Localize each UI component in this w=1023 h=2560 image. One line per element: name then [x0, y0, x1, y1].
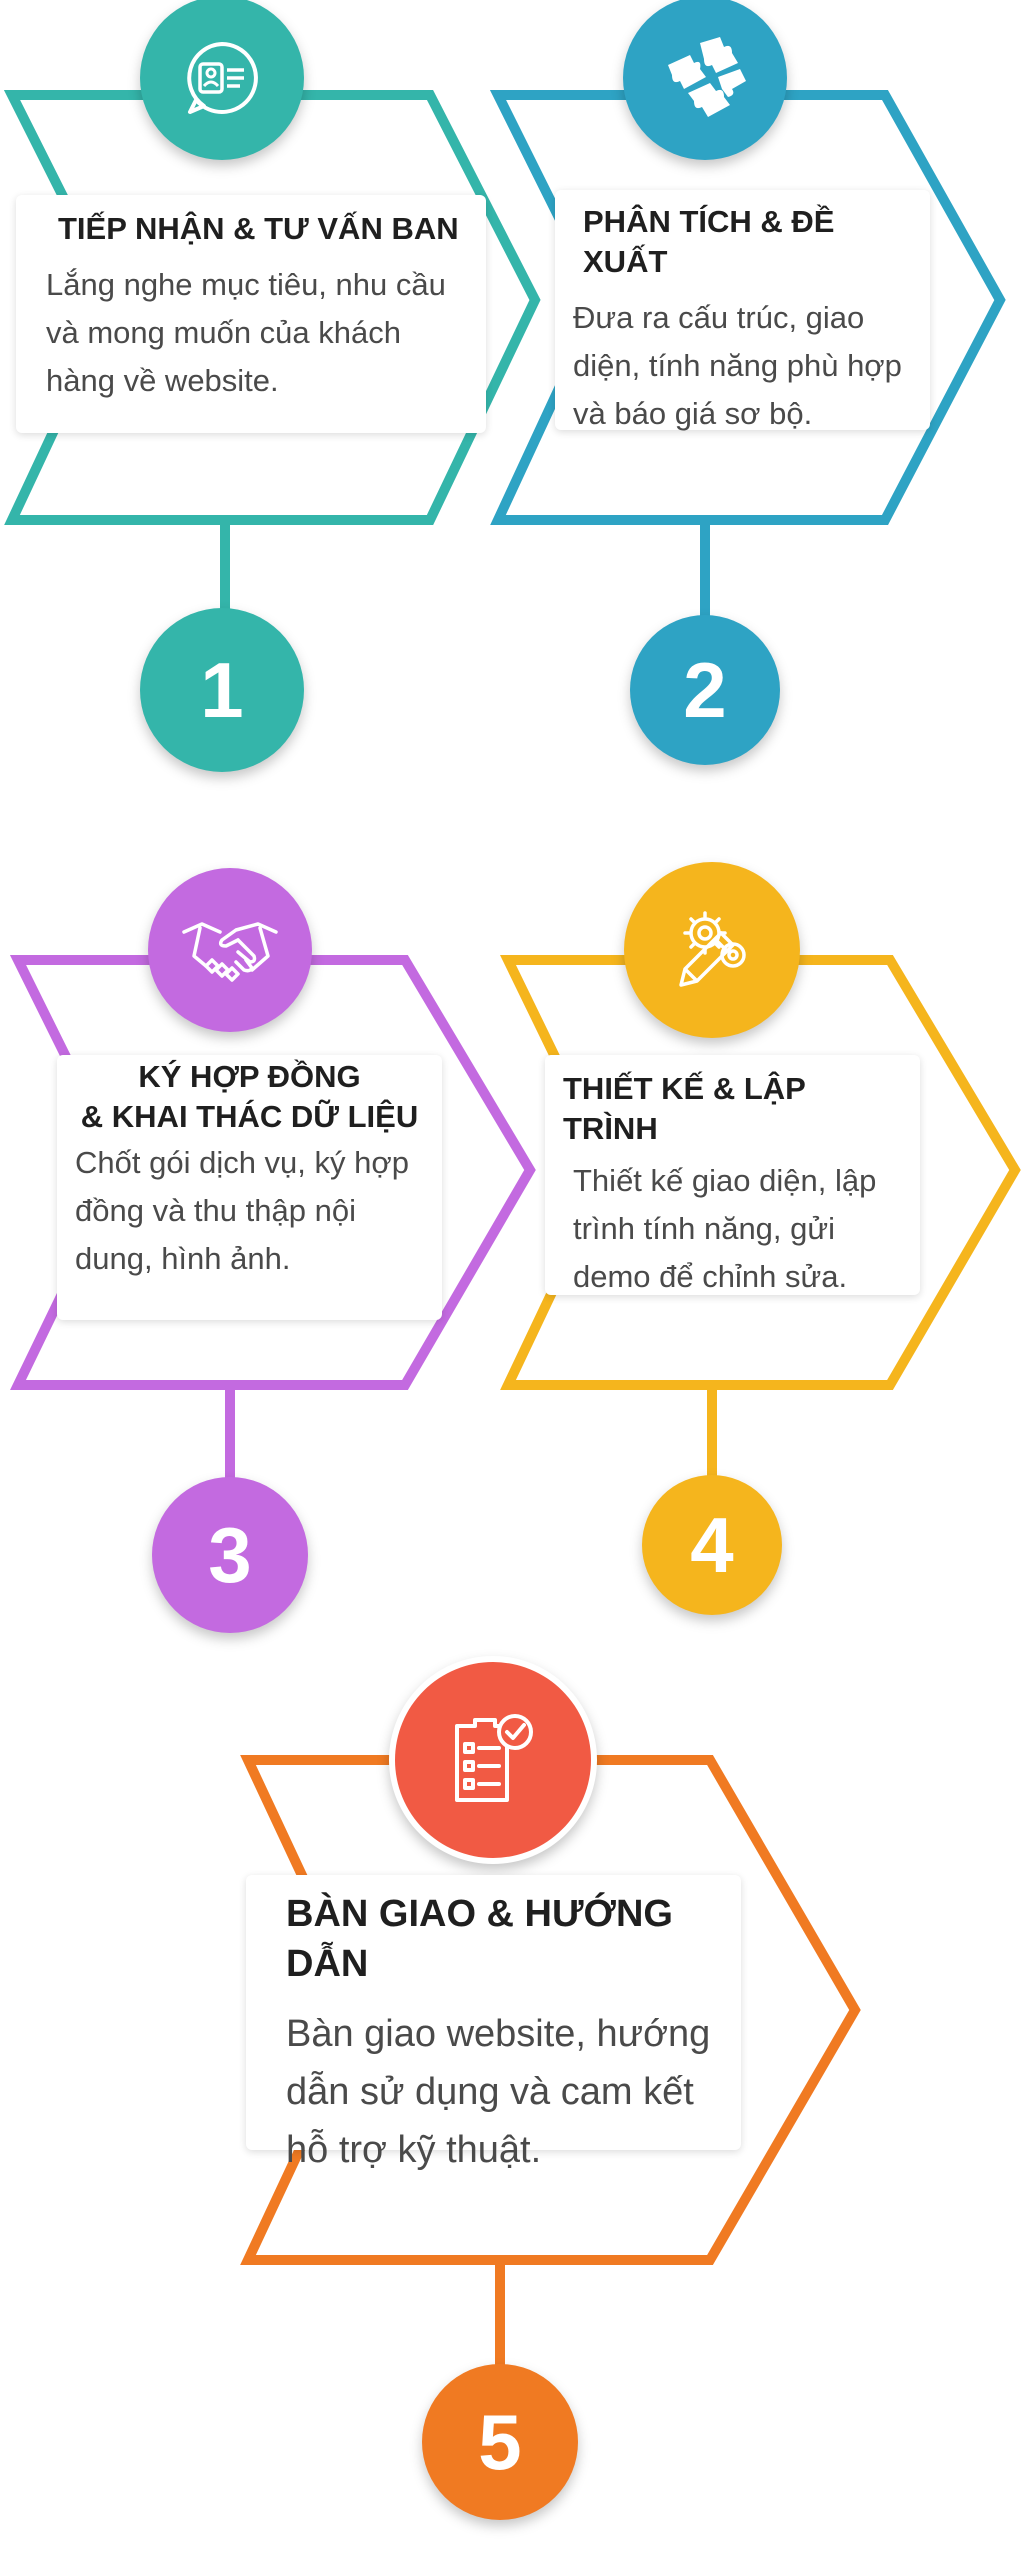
step-5-icon-circle	[395, 1662, 591, 1858]
step-1-description: Lắng nghe mục tiêu, nhu cầu và mong muốn…	[46, 267, 446, 398]
step-1-number-circle	[140, 608, 304, 772]
step-1-number: 1	[200, 645, 244, 734]
step-3-description: Chốt gói dịch vụ, ký hợp đồng và thu thậ…	[75, 1145, 409, 1276]
step-4-number: 4	[690, 1500, 734, 1589]
puzzle-icon	[645, 18, 765, 138]
step-2-number: 2	[683, 645, 727, 734]
contact-chat-icon	[162, 18, 282, 138]
step-2-card: PHÂN TÍCH & ĐỀ XUẤT Đưa ra cấu trúc, gia…	[555, 190, 930, 431]
step-1-card: TIẾP NHẬN & TƯ VẤN BAN Lắng nghe mục tiê…	[16, 195, 486, 433]
step-5-number: 5	[478, 2397, 522, 2486]
step-3-number-circle	[152, 1477, 308, 1633]
step-2-description: Đưa ra cấu trúc, giao diện, tính năng ph…	[573, 300, 902, 431]
step-4-icon-circle	[624, 862, 800, 1038]
step-5-card: BÀN GIAO & HƯỚNG DẪN Bàn giao website, h…	[246, 1875, 741, 2171]
step-2-title: PHÂN TÍCH & ĐỀ XUẤT	[583, 204, 835, 279]
step-2-number-circle	[630, 615, 780, 765]
handshake-icon	[170, 890, 290, 1010]
step-4-number-circle	[642, 1475, 782, 1615]
step-3-card: KÝ HỢP ĐỒNG & KHAI THÁC DỮ LIỆU Chốt gói…	[57, 1055, 442, 1320]
step-2-icon-circle	[623, 0, 787, 160]
step-5-number-circle	[422, 2364, 578, 2520]
step-5-description: Bàn giao website, hướng dẫn sử dụng và c…	[286, 2013, 711, 2171]
step-3-number: 3	[208, 1510, 252, 1599]
step-3-title-line-1: KÝ HỢP ĐỒNG	[138, 1059, 361, 1094]
step-4-card: THIẾT KẾ & LẬP TRÌNH Thiết kế giao diện,…	[545, 1055, 920, 1295]
step-4-title: THIẾT KẾ & LẬP TRÌNH	[563, 1071, 806, 1146]
step-4-description: Thiết kế giao diện, lập trình tính năng,…	[573, 1163, 877, 1294]
step-1-title: TIẾP NHẬN & TƯ VẤN BAN	[58, 211, 459, 246]
checklist-icon	[423, 1690, 563, 1830]
step-3-icon-circle	[148, 868, 312, 1032]
step-5-title: BÀN GIAO & HƯỚNG DẪN	[286, 1893, 673, 1985]
step-3-title-line-2: & KHAI THÁC DỮ LIỆU	[80, 1099, 419, 1134]
pencil-gears-icon	[652, 890, 772, 1010]
